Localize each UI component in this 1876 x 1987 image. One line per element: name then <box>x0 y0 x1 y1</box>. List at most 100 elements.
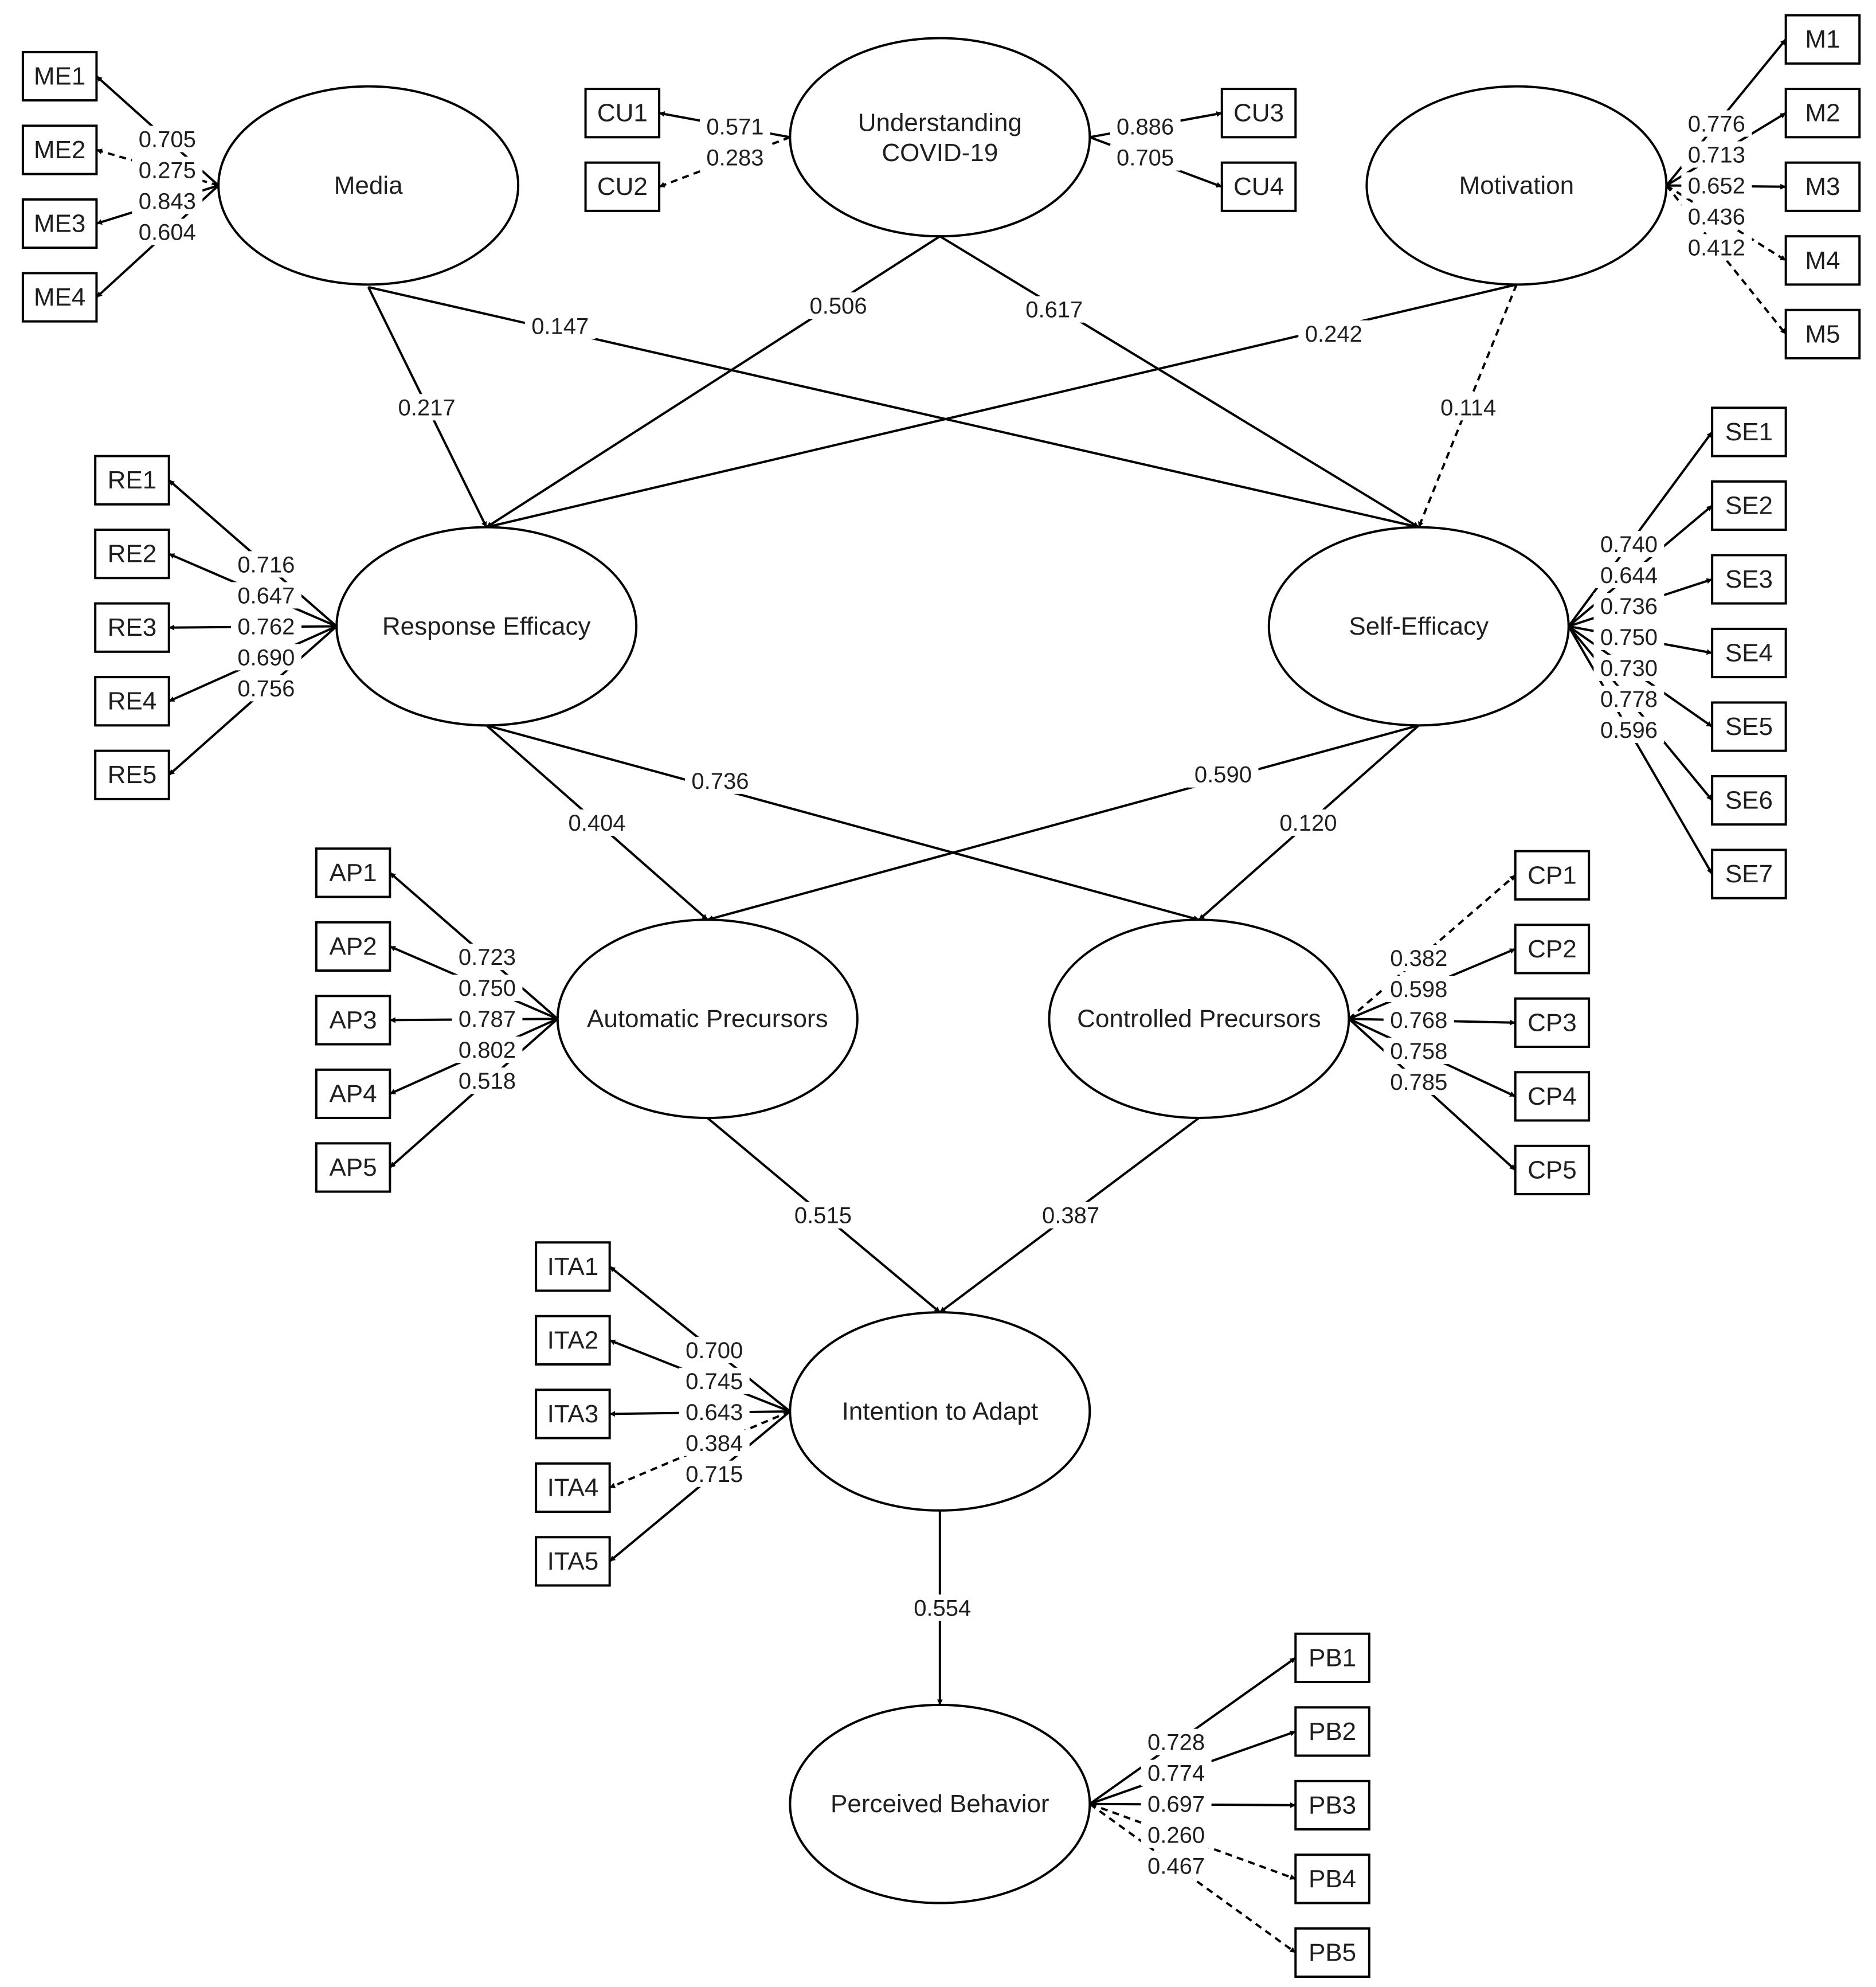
indicator-box <box>1784 161 1861 212</box>
indicator-PB2[interactable]: PB2 <box>1294 1706 1370 1757</box>
indicator-M4[interactable]: M4 <box>1784 235 1861 286</box>
indicator-RE2[interactable]: RE2 <box>94 529 170 580</box>
indicator-SE1[interactable]: SE1 <box>1711 406 1787 457</box>
loading-AP3-text: 0.787 <box>459 1007 516 1032</box>
indicator-AP4[interactable]: AP4 <box>315 1068 391 1120</box>
latent-label: Automatic Precursors <box>587 1005 828 1033</box>
indicator-ME1[interactable]: ME1 <box>21 50 98 102</box>
indicator-SE4[interactable]: SE4 <box>1711 627 1787 679</box>
indicator-box <box>1294 1927 1370 1978</box>
loading-M4-text: 0.436 <box>1688 204 1745 229</box>
latent-ctrl[interactable]: Controlled Precursors <box>1048 918 1350 1120</box>
path-coef-understanding-to-selfeff: 0.617 <box>1019 296 1090 323</box>
loading-ITA2-text: 0.745 <box>686 1369 743 1394</box>
indicator-SE3[interactable]: SE3 <box>1711 554 1787 605</box>
indicator-box <box>315 995 391 1046</box>
indicator-RE4[interactable]: RE4 <box>94 676 170 727</box>
loading-line-M5 <box>1665 185 1787 335</box>
indicator-label: SE2 <box>1725 491 1773 519</box>
latent-intent[interactable]: Intention to Adapt <box>789 1311 1091 1512</box>
indicator-ITA2[interactable]: ITA2 <box>535 1315 611 1366</box>
indicator-RE1[interactable]: RE1 <box>94 455 170 506</box>
indicator-box <box>94 529 170 580</box>
indicator-M2[interactable]: M2 <box>1784 88 1861 139</box>
path-coef-selfeff-to-ctrl: 0.120 <box>1272 809 1344 836</box>
latent-selfeff[interactable]: Self-Efficacy <box>1267 526 1570 727</box>
loading-AP2-text: 0.750 <box>459 976 516 1001</box>
latent-behav[interactable]: Perceived Behavior <box>789 1703 1091 1904</box>
latent-ellipse <box>1048 918 1350 1120</box>
indicator-box <box>535 1241 611 1292</box>
indicator-AP5[interactable]: AP5 <box>315 1142 391 1193</box>
latent-response[interactable]: Response Efficacy <box>335 526 638 727</box>
indicator-CU4[interactable]: CU4 <box>1220 161 1297 212</box>
loading-AP4-text: 0.802 <box>459 1038 516 1063</box>
loading-RE4-text: 0.690 <box>237 645 295 670</box>
loading-CP5: 0.785 <box>1383 1068 1454 1095</box>
indicator-M5[interactable]: M5 <box>1784 308 1861 359</box>
indicator-RE3[interactable]: RE3 <box>94 602 170 653</box>
loading-ITA1: 0.700 <box>679 1336 750 1363</box>
indicator-AP2[interactable]: AP2 <box>315 921 391 972</box>
indicator-PB3[interactable]: PB3 <box>1294 1779 1370 1831</box>
latent-label: Response Efficacy <box>382 612 591 640</box>
indicator-ITA5[interactable]: ITA5 <box>535 1536 611 1587</box>
indicator-label: SE7 <box>1725 860 1773 888</box>
path-coef-response-to-auto-text: 0.404 <box>568 811 625 836</box>
indicator-PB5[interactable]: PB5 <box>1294 1927 1370 1978</box>
indicator-CP3[interactable]: CP3 <box>1514 997 1591 1048</box>
loading-SE5-text: 0.730 <box>1600 656 1658 681</box>
loading-ME2: 0.275 <box>132 157 203 183</box>
indicator-label: SE1 <box>1725 418 1773 446</box>
indicator-box <box>535 1388 611 1440</box>
indicator-CU2[interactable]: CU2 <box>584 161 661 212</box>
indicator-M3[interactable]: M3 <box>1784 161 1861 212</box>
path-coef-response-to-ctrl-text: 0.736 <box>691 769 749 794</box>
indicator-SE7[interactable]: SE7 <box>1711 848 1787 899</box>
indicator-box <box>21 50 98 102</box>
loading-RE3: 0.762 <box>230 613 301 640</box>
indicator-CP2[interactable]: CP2 <box>1514 924 1591 975</box>
indicator-M1[interactable]: M1 <box>1784 14 1861 65</box>
indicator-AP1[interactable]: AP1 <box>315 847 391 898</box>
loading-CP4: 0.758 <box>1383 1037 1454 1064</box>
indicator-SE6[interactable]: SE6 <box>1711 775 1787 826</box>
indicator-CU3[interactable]: CU3 <box>1220 88 1297 139</box>
indicator-PB4[interactable]: PB4 <box>1294 1853 1370 1904</box>
indicator-ME3[interactable]: ME3 <box>21 198 98 249</box>
indicator-box <box>94 676 170 727</box>
loading-CP5-text: 0.785 <box>1390 1070 1447 1095</box>
indicator-ME4[interactable]: ME4 <box>21 272 98 323</box>
latent-motivation[interactable]: Motivation <box>1365 85 1668 286</box>
loading-AP5-text: 0.518 <box>459 1069 516 1094</box>
indicator-SE2[interactable]: SE2 <box>1711 480 1787 531</box>
indicator-CP5[interactable]: CP5 <box>1514 1144 1591 1196</box>
indicator-CU1[interactable]: CU1 <box>584 88 661 139</box>
indicator-ITA4[interactable]: ITA4 <box>535 1462 611 1513</box>
indicator-ITA3[interactable]: ITA3 <box>535 1388 611 1440</box>
loading-RE2-text: 0.647 <box>237 583 295 608</box>
indicator-label: PB1 <box>1309 1644 1356 1672</box>
loading-SE1: 0.740 <box>1593 531 1664 558</box>
indicator-CP4[interactable]: CP4 <box>1514 1071 1591 1122</box>
loading-CU4-text: 0.705 <box>1117 146 1174 171</box>
indicator-box <box>535 1462 611 1513</box>
latent-ellipse <box>556 918 859 1120</box>
indicator-label: CU3 <box>1233 99 1284 127</box>
indicator-RE5[interactable]: RE5 <box>94 749 170 800</box>
indicator-ITA1[interactable]: ITA1 <box>535 1241 611 1292</box>
latent-ellipse <box>789 1311 1091 1512</box>
indicator-CP1[interactable]: CP1 <box>1514 850 1591 901</box>
latent-media[interactable]: Media <box>217 85 520 286</box>
indicator-label: CP5 <box>1528 1156 1577 1184</box>
indicator-ME2[interactable]: ME2 <box>21 124 98 175</box>
indicator-label: CP4 <box>1528 1082 1577 1110</box>
indicator-PB1[interactable]: PB1 <box>1294 1632 1370 1683</box>
indicator-SE5[interactable]: SE5 <box>1711 701 1787 752</box>
latent-auto[interactable]: Automatic Precursors <box>556 918 859 1120</box>
path-coef-selfeff-to-auto: 0.590 <box>1188 761 1259 788</box>
indicator-AP3[interactable]: AP3 <box>315 995 391 1046</box>
indicator-box <box>1294 1853 1370 1904</box>
